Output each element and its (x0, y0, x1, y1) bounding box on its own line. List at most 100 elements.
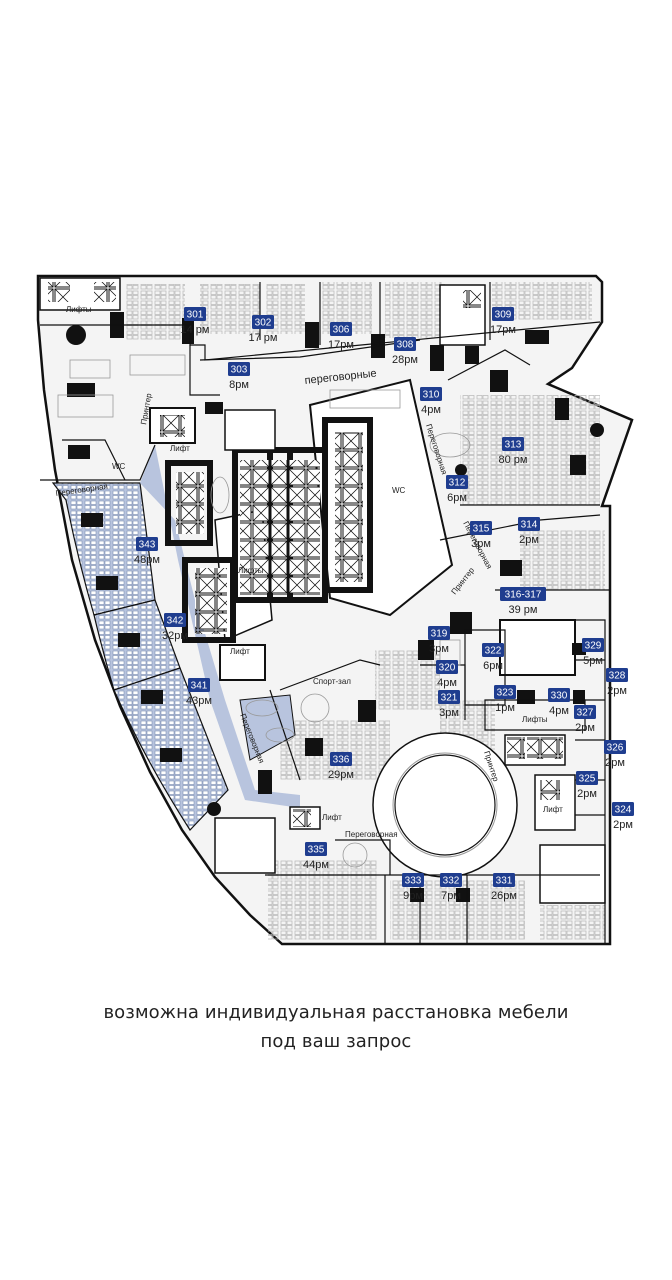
office-badge-bg (420, 387, 442, 401)
office-number: 341 (191, 681, 208, 692)
office-badge-bg (548, 688, 570, 702)
office-capacity: 3рм (429, 643, 449, 655)
office-number: 306 (333, 325, 350, 336)
label-lift-south: Лифт (322, 813, 342, 822)
office-capacity: 32рм (162, 630, 188, 642)
office-badge-bg (136, 537, 158, 551)
office-number: 322 (485, 646, 502, 657)
label-lift-nw: Лифты (66, 305, 92, 314)
office-capacity: 14 рм (181, 324, 210, 336)
office-badge-bg (438, 690, 460, 704)
office-badge-bg (330, 322, 352, 336)
office-number: 330 (551, 691, 568, 702)
office-badge-bg (402, 873, 424, 887)
office-number: 332 (443, 876, 460, 887)
nw-core (39, 277, 486, 874)
office-number: 310 (423, 390, 440, 401)
office-capacity: 2рм (575, 722, 595, 734)
office-badge-306[interactable]: 306 17рм (328, 322, 354, 351)
office-badge-bg (604, 740, 626, 754)
office-badge-bg (482, 643, 504, 657)
office-capacity: 44рм (303, 859, 329, 871)
office-badge-bg (394, 337, 416, 351)
office-badge-bg (252, 315, 274, 329)
office-number: 314 (521, 520, 538, 531)
office-badge-bg (612, 802, 634, 816)
office-badge-bg (500, 587, 546, 601)
label-lift-small-west: Лифт (170, 444, 190, 453)
central-core (149, 378, 454, 681)
office-capacity: 80 рм (499, 454, 528, 466)
office-capacity: 3рм (471, 538, 491, 550)
office-number: 319 (431, 629, 448, 640)
office-badge-bg (493, 873, 515, 887)
office-number: 321 (441, 693, 458, 704)
office-capacity: 6рм (483, 660, 503, 672)
office-badge-308[interactable]: 308 28рм (392, 337, 418, 366)
office-capacity: 17 рм (249, 332, 278, 344)
office-capacity: 1рм (495, 702, 515, 714)
office-capacity: 29рм (328, 769, 354, 781)
office-capacity: 2рм (613, 819, 633, 831)
label-wc-west: WC (112, 462, 126, 471)
office-badge-342[interactable]: 342 32рм (162, 613, 188, 642)
label-lifts-east: Лифты (522, 715, 548, 724)
caption-line-2: под ваш запрос (260, 1031, 412, 1052)
office-badge-bg (164, 613, 186, 627)
office-number: 320 (439, 663, 456, 674)
label-gym: Спорт-зал (313, 677, 351, 686)
office-capacity: 3рм (439, 707, 459, 719)
office-capacity: 17рм (328, 339, 354, 351)
office-badge-bg (494, 685, 516, 699)
office-capacity: 26рм (491, 890, 517, 902)
office-badge-bg (576, 771, 598, 785)
office-number: 308 (397, 340, 414, 351)
office-number: 327 (577, 708, 594, 719)
label-lifts-core: Лифты (238, 566, 264, 575)
atrium (372, 732, 518, 878)
office-badge-bg (518, 517, 540, 531)
office-capacity: 2рм (577, 788, 597, 800)
office-badge-bg (330, 752, 352, 766)
office-capacity: 6рм (447, 492, 467, 504)
east-core (289, 619, 606, 904)
label-meet-south: Переговорная (345, 830, 398, 839)
office-number: 342 (167, 616, 184, 627)
office-number: 328 (609, 671, 626, 682)
office-badge-bg (492, 307, 514, 321)
office-capacity: 4рм (421, 404, 441, 416)
office-badge-bg (440, 873, 462, 887)
office-capacity: 28рм (392, 354, 418, 366)
